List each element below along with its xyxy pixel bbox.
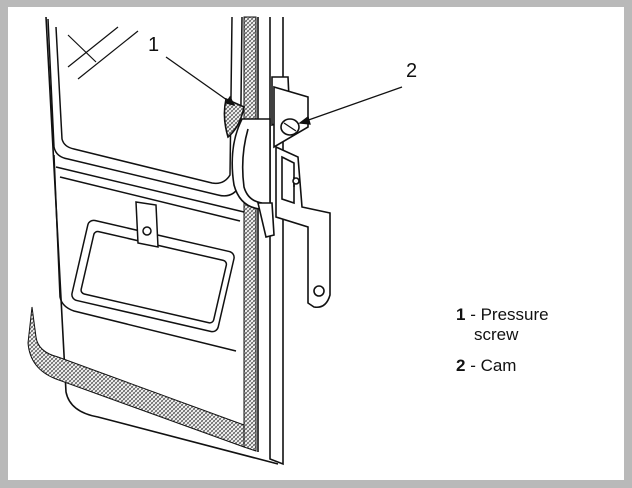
legend-number: 1 xyxy=(456,305,466,324)
legend-text: Cam xyxy=(480,356,517,376)
legend-item-cam: 2 - Cam xyxy=(456,356,549,376)
legend-separator: - xyxy=(465,356,481,376)
legend-text: Pressure xyxy=(480,305,549,324)
door-frame xyxy=(45,16,284,466)
legend-separator: - xyxy=(465,305,481,324)
legend-item-pressure-screw: 1 - Pressure screw xyxy=(456,305,549,344)
legend-number: 2 xyxy=(456,356,466,376)
door-bracket xyxy=(135,201,159,248)
callout-leaders xyxy=(165,56,403,125)
callout-2-label: 2 xyxy=(406,60,418,82)
oven-door-hinge-drawing xyxy=(27,16,403,466)
figure-panel: 1 2 1 - Pressure screw 2 - Cam xyxy=(8,7,624,480)
legend: 1 - Pressure screw 2 - Cam xyxy=(456,305,549,388)
hinge-assembly xyxy=(223,76,331,309)
callout-1-label: 1 xyxy=(148,34,160,56)
door-glass xyxy=(47,16,243,197)
door-inner-panel xyxy=(53,154,245,352)
legend-text-continued: screw xyxy=(474,324,519,344)
